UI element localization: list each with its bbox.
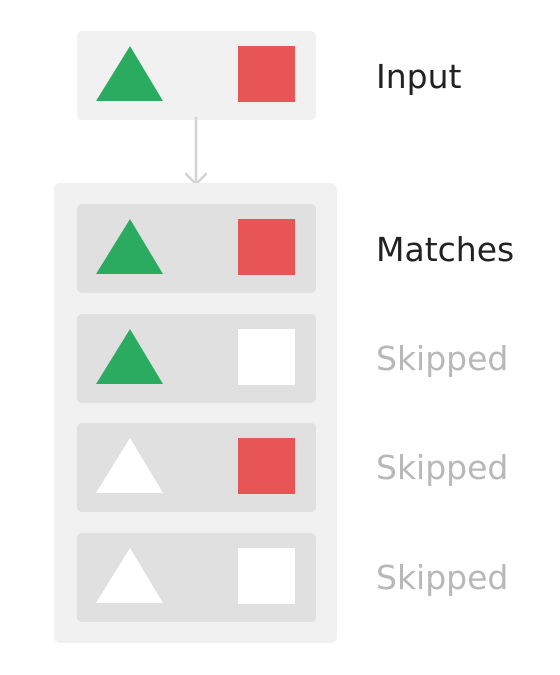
row-3-triangle-icon	[96, 548, 163, 603]
row-2-triangle-icon	[96, 438, 163, 493]
row-2-label: Skipped	[376, 448, 509, 487]
input-box	[77, 31, 316, 120]
row-skipped-1	[77, 314, 316, 403]
input-label: Input	[376, 57, 462, 96]
row-2-square-icon	[238, 438, 295, 494]
row-0-label: Matches	[376, 230, 515, 269]
input-square-icon	[238, 46, 295, 102]
row-3-square-icon	[238, 548, 295, 604]
row-skipped-3	[77, 533, 316, 622]
row-1-triangle-icon	[96, 329, 163, 384]
row-3-label: Skipped	[376, 558, 509, 597]
row-1-square-icon	[238, 329, 295, 385]
down-arrow-icon	[184, 116, 208, 186]
input-shapes	[96, 46, 295, 102]
row-1-label: Skipped	[376, 339, 509, 378]
row-0-triangle-icon	[96, 219, 163, 274]
row-skipped-2	[77, 423, 316, 512]
row-matches	[77, 204, 316, 293]
input-triangle-icon	[96, 46, 163, 101]
row-0-square-icon	[238, 219, 295, 275]
